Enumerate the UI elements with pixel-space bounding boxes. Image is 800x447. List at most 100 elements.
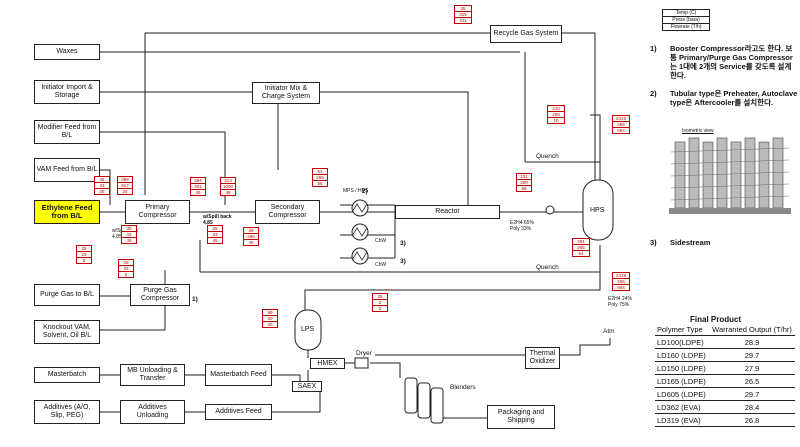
note-2: 2) Tubular type은 Preheater, Autoclave ty… [650,89,798,107]
ethylene-feed-box: Ethylene Feed from B/L [34,200,100,224]
stream-tag-value: 20 [267,322,273,327]
stream-tag-value: 255 [573,245,589,251]
hps-vessel [582,179,614,241]
isometric-reactor-image [669,137,791,214]
stream-tag-value: 33 [95,183,109,189]
stream-tag-value: 25 [119,260,133,266]
table-row: LD100(LDPE)28.9 [655,335,795,349]
stream-tag-value: 23 [77,252,91,258]
purge-compressor-box: Purge Gas Compressor [130,284,190,306]
legend-press: Press (bara) [663,17,709,24]
table-header-row: Polymer Type Warranted Output (T/hr) [655,325,795,336]
legend: Temp (C) Press (bara) Flowrate (T/h) [662,9,710,31]
stream-tag-value: 64 [578,251,584,256]
output-cell: 28.9 [709,335,795,349]
stream-tag-value: 38 [95,177,109,183]
table-row: LD160 (LDPE)29.7 [655,348,795,362]
note-1-num: 1) [650,44,657,53]
packaging-box: Packaging and Shipping [487,405,555,429]
stream-tag-value: 265 [313,175,327,181]
e2h4-label-2: E2H4 24% Poly 75% [608,296,632,308]
purge-gas-box: Purge Gas to B/L [34,284,100,306]
stream-tag-value: 43 [122,232,136,238]
output-cell: 29.7 [709,348,795,362]
stream-tag-value: 45 [195,190,201,195]
stream-tag-value: 301 [191,184,205,190]
stream-tag-value: 35 [455,6,471,12]
polymer-type-cell: LD605 (LDPE) [655,387,710,401]
quench-label-2: Quench [536,264,559,271]
stream-tag-value: 1000 [221,184,235,190]
note-3-num: 3) [650,238,657,247]
header-polymer-type: Polymer Type [655,325,710,336]
masterbatch-box: Masterbatch [34,367,100,383]
note-3-text: Sidestream [670,238,711,247]
initiator-import-box: Initiator Import & Storage [34,80,100,104]
additives-box: Additives (A/O, Slip, PEG) [34,400,100,424]
output-cell: 29.7 [709,387,795,401]
recycle-gas-system: Recycle Gas System [490,25,562,43]
reactor-box: Reactor [395,205,500,219]
primary-compressor-box: Primary Compressor [125,200,190,224]
vam-feed-box: VAM Feed from B/L [34,158,100,182]
final-product-title: Final Product [690,315,742,324]
stream-tag-value: 311 [459,18,467,23]
header-warranted-output: Warranted Output (T/hr) [709,325,795,336]
stream-tag-value: 25 [99,189,105,194]
waxes-box: Waxes [34,44,100,60]
stream-tag-value: 45 [212,238,218,243]
hmex-box: HMEX [310,358,345,369]
stream-tag-value: 255 [613,122,629,128]
additives-unloading-box: Additives Unloading [120,400,185,424]
polymer-type-cell: LD165 (LDPE) [655,374,710,388]
polymer-type-cell: LD100(LDPE) [655,335,710,349]
saex-box: SAEX [292,381,322,392]
stream-tag-value: 39 [244,228,258,234]
ref-3b-label: 3) [400,258,406,265]
legend-temp: Temp (C) [663,10,709,17]
polymer-type-cell: LD150 (LDPE) [655,361,710,375]
secondary-compressor-box: Secondary Compressor [255,200,320,224]
stream-tag-value: 210 [548,106,564,112]
note-1-text: Booster Compressor라고도 한다. 보통 Primary/Pur… [670,44,793,80]
atm-label: Atm [603,328,615,335]
stream-tag-value: 66 [521,186,527,191]
stream-tag-value: 2419 [613,116,629,122]
quench-label-1: Quench [536,153,559,160]
stream-tag-value: 33 [208,232,222,238]
note-2-text: Tubular type은 Preheater, Autoclave type은… [670,89,798,107]
stream-tag-value: 33 [119,266,133,272]
mb-feed-box: Masterbatch Feed [205,364,272,386]
mps-hps-label: MPS / HPS [343,188,369,194]
chw-label-1: ChW [375,238,387,244]
stream-tag-value: 255 [613,279,629,285]
output-cell: 26.8 [709,413,795,427]
stream-tag-value: 39 [122,226,136,232]
stream-tag-value: 200 [517,180,531,186]
additives-feed-box: Additives Feed [205,404,272,420]
ref-2-label: 2) [362,188,368,195]
stream-tag-value: 46 [225,190,231,195]
mb-unloading-box: MB Unloading & Transfer [120,364,185,386]
stream-tag-value: 25 [122,189,128,194]
stream-tag-value: 99 [263,310,277,316]
blenders-label: Blenders [450,384,476,391]
table-row: LD319 (EVA)26.8 [655,413,795,427]
output-cell: 26.5 [709,374,795,388]
stream-tag-value: 51 [313,169,327,175]
table-row: LD362 (EVA)28.4 [655,400,795,414]
lps-label: LPS [301,326,315,333]
polymer-type-cell: LD160 (LDPE) [655,348,710,362]
